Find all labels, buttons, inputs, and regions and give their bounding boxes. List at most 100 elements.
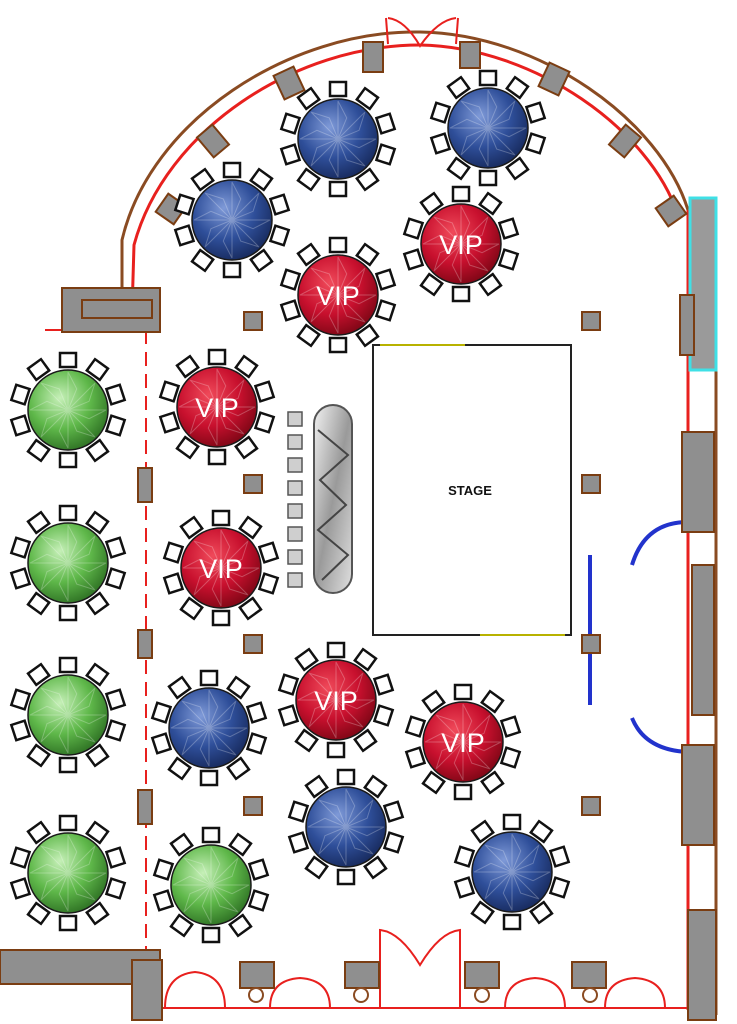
table-facets [170, 689, 248, 767]
runway-seat [287, 503, 303, 519]
chair [175, 354, 200, 379]
chair [279, 112, 302, 135]
stage-platform [372, 344, 572, 636]
chair [199, 769, 219, 787]
chair [226, 756, 251, 781]
blue-table[interactable] [173, 161, 291, 279]
chair [355, 242, 380, 267]
chair [419, 272, 444, 297]
stage: STAGE [372, 344, 572, 636]
table-top [295, 659, 377, 741]
runway [287, 404, 353, 594]
table-facets [307, 788, 385, 866]
chair [304, 855, 329, 880]
chair [9, 688, 32, 711]
chair [529, 819, 554, 844]
green-table[interactable] [9, 351, 127, 469]
chair [238, 596, 263, 621]
table-top [297, 254, 379, 336]
vip-table[interactable]: VIP [279, 236, 397, 354]
wall-block [681, 431, 715, 533]
chair [26, 901, 51, 926]
vip-table[interactable]: VIP [162, 509, 280, 627]
green-table[interactable] [9, 656, 127, 774]
chair [480, 770, 505, 795]
chair [279, 268, 302, 291]
chair [478, 169, 498, 187]
chair [355, 323, 380, 348]
wall-block [687, 909, 717, 1021]
chair [294, 728, 319, 753]
chair [104, 688, 127, 711]
chair [287, 800, 310, 823]
pillar [537, 61, 571, 97]
chair [175, 435, 200, 460]
chair [499, 715, 522, 738]
chair [150, 701, 173, 724]
chair [211, 509, 231, 527]
chair [429, 132, 452, 155]
chair [104, 383, 127, 406]
chair [228, 913, 253, 938]
right-door-upper [630, 520, 689, 566]
wall-block [239, 961, 275, 989]
chair [363, 774, 388, 799]
table-top [27, 369, 109, 451]
table-top [168, 687, 250, 769]
chair [374, 112, 397, 135]
chair [529, 900, 554, 925]
chair [104, 846, 127, 869]
green-table[interactable] [9, 814, 127, 932]
chair [268, 224, 291, 247]
blue-table[interactable] [429, 69, 547, 187]
arch-wall-outer [120, 30, 690, 312]
vip-table[interactable]: VIP [404, 683, 522, 801]
chair [190, 248, 215, 273]
blue-table[interactable] [453, 813, 571, 931]
blue-table[interactable] [150, 669, 268, 787]
chair [58, 914, 78, 932]
chair [497, 217, 520, 240]
green-table[interactable] [152, 826, 270, 944]
blue-table[interactable] [287, 768, 405, 886]
wall-block [691, 564, 715, 716]
chair [169, 832, 194, 857]
chair [453, 783, 473, 801]
chair [152, 858, 175, 881]
chair [247, 889, 270, 912]
vip-table[interactable]: VIP [158, 348, 276, 466]
column [243, 474, 263, 494]
chair [58, 351, 78, 369]
bottom-doors [164, 928, 666, 1009]
chair [374, 268, 397, 291]
chair [279, 299, 302, 322]
table-top [27, 522, 109, 604]
chair [470, 900, 495, 925]
chair [446, 75, 471, 100]
chair [328, 80, 348, 98]
vip-label: VIP [441, 728, 485, 758]
vip-table[interactable]: VIP [402, 185, 520, 303]
table-facets [299, 100, 377, 178]
table-top [471, 831, 553, 913]
runway-strip [313, 404, 353, 594]
table-facets [299, 256, 377, 334]
chair [382, 800, 405, 823]
table-facets [29, 524, 107, 602]
table-top [27, 674, 109, 756]
vip-label: VIP [314, 686, 358, 716]
chair [199, 669, 219, 687]
column [581, 796, 601, 816]
chair [353, 647, 378, 672]
chair [249, 248, 274, 273]
chair [382, 831, 405, 854]
wall-block [464, 961, 500, 989]
chair [478, 69, 498, 87]
chair [336, 768, 356, 786]
runway-seat [287, 457, 303, 473]
blue-table[interactable] [279, 80, 397, 198]
vip-table[interactable]: VIP [277, 641, 395, 759]
green-table[interactable] [9, 504, 127, 622]
chair [404, 746, 427, 769]
